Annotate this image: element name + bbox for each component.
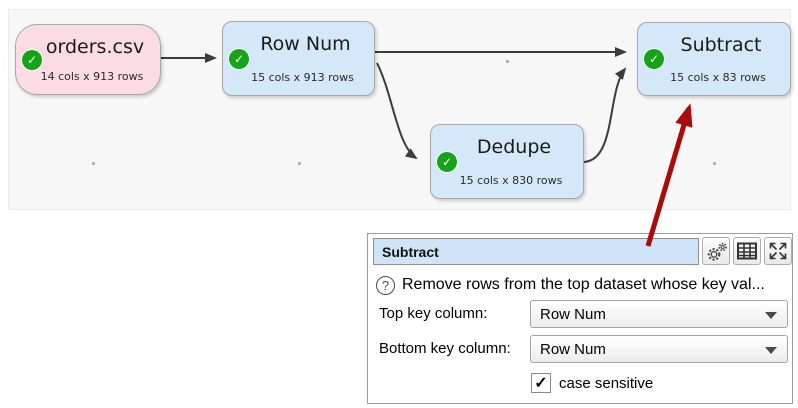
node-title: Dedupe	[476, 136, 552, 158]
node-title: orders.csv	[45, 36, 145, 58]
bottom-key-column-row: Bottom key column: Row Num	[368, 335, 794, 363]
node-row-num[interactable]: ✓ Row Num 15 cols x 913 rows	[222, 21, 375, 96]
grid-dot	[713, 162, 716, 165]
top-key-column-select[interactable]: Row Num	[530, 300, 788, 328]
transform-name-input[interactable]	[373, 238, 699, 265]
bottom-key-column-select[interactable]: Row Num	[530, 335, 788, 363]
status-ok-icon: ✓	[644, 49, 664, 69]
node-title: Row Num	[260, 33, 351, 55]
top-key-column-row: Top key column: Row Num	[368, 300, 794, 328]
node-graph-canvas[interactable]: ✓ orders.csv 14 cols x 913 rows ✓ Row Nu…	[8, 9, 791, 210]
transform-description: Remove rows from the top dataset whose k…	[402, 276, 765, 293]
status-ok-icon: ✓	[437, 151, 457, 172]
status-ok-icon: ✓	[22, 49, 42, 70]
grid-dot	[298, 162, 301, 165]
checkmark-icon: ✓	[534, 375, 548, 392]
node-dimensions: 15 cols x 830 rows	[459, 174, 563, 187]
node-dimensions: 14 cols x 913 rows	[40, 70, 144, 83]
transform-properties-panel: ? Remove rows from the top dataset whose…	[367, 233, 793, 404]
node-subtract[interactable]: ✓ Subtract 15 cols x 83 rows	[637, 22, 791, 96]
node-dimensions: 15 cols x 83 rows	[670, 71, 766, 84]
top-key-column-value: Row Num	[540, 305, 606, 323]
gears-icon	[707, 242, 727, 261]
bottom-key-column-label: Bottom key column:	[379, 340, 511, 357]
case-sensitive-row: ✓ case sensitive	[531, 373, 653, 393]
table-view-button[interactable]	[733, 237, 761, 265]
top-key-column-label: Top key column:	[379, 305, 488, 322]
transform-description-row: ? Remove rows from the top dataset whose…	[376, 273, 765, 297]
grid-dot	[506, 60, 509, 63]
chevron-down-icon	[765, 347, 777, 354]
node-dimensions: 15 cols x 913 rows	[251, 71, 354, 84]
expand-icon	[769, 242, 787, 260]
expand-button[interactable]	[764, 237, 792, 265]
bottom-key-column-value: Row Num	[540, 340, 606, 358]
settings-button[interactable]	[702, 237, 730, 265]
status-ok-icon: ✓	[229, 48, 249, 69]
grid-dot	[92, 162, 95, 165]
node-title: Subtract	[680, 34, 762, 56]
chevron-down-icon	[765, 312, 777, 319]
case-sensitive-checkbox[interactable]: ✓	[531, 373, 551, 393]
connection-lines	[161, 47, 627, 163]
node-orders-csv[interactable]: ✓ orders.csv 14 cols x 913 rows	[15, 24, 161, 95]
table-icon	[737, 242, 757, 260]
help-icon[interactable]: ?	[376, 275, 395, 295]
case-sensitive-label: case sensitive	[559, 374, 654, 392]
node-dedupe[interactable]: ✓ Dedupe 15 cols x 830 rows	[430, 124, 584, 199]
